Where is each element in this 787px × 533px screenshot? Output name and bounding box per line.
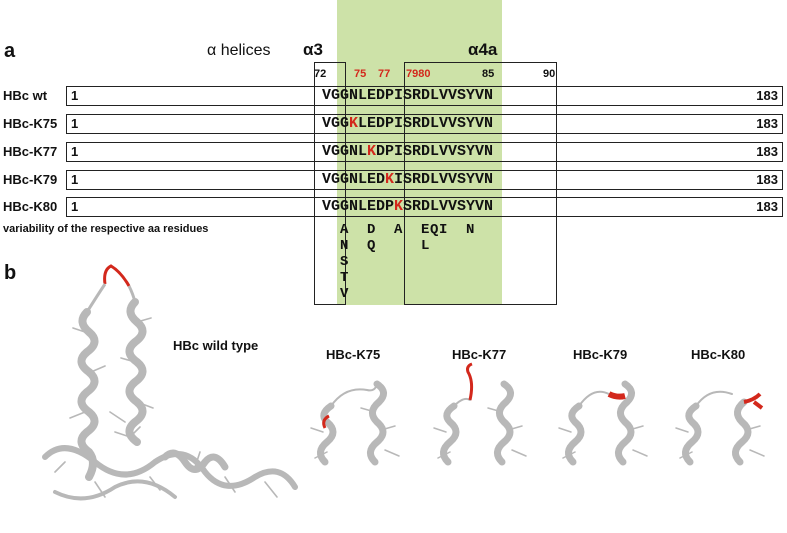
sequence-prefix: VGGNLEDP <box>322 198 395 215</box>
row-sequence: VGGNLEDPISRDLVVSYVN <box>322 87 493 104</box>
variability-column: Q <box>430 222 438 238</box>
variability-residue: A <box>340 222 349 238</box>
sequence-row-box <box>66 170 783 190</box>
mutation-residue: K <box>349 115 359 132</box>
panel-b-letter: b <box>4 262 17 284</box>
variability-residue: D <box>367 222 376 238</box>
row-label: HBc-K77 <box>3 144 58 159</box>
row-start-number: 1 <box>71 88 79 103</box>
helix-a4a-bracket <box>404 62 557 305</box>
row-label: HBc-K80 <box>3 199 58 214</box>
variability-residue: T <box>340 270 349 286</box>
wild-type-label: HBc wild type <box>173 338 259 353</box>
mutant-k77-structure-image <box>433 362 527 466</box>
variability-column: N <box>466 222 474 238</box>
position-85-label: 85 <box>482 68 495 80</box>
variability-residue: I <box>439 222 448 238</box>
variability-residue: N <box>466 222 475 238</box>
mutant-label-k79: HBc-K79 <box>573 347 628 362</box>
mutant-k80-structure-image <box>675 390 765 466</box>
variability-column: A <box>394 222 402 238</box>
helix-a4a-label: α4a <box>468 40 498 59</box>
position-7980-label: 7980 <box>406 68 431 80</box>
sequence-suffix: ISRDLVVSYVN <box>394 171 494 188</box>
mutation-residue: K <box>394 198 404 215</box>
position-90-label: 90 <box>543 68 556 80</box>
sequence-suffix: SRDLVVSYVN <box>403 198 494 215</box>
variability-residue: A <box>394 222 403 238</box>
row-end-number: 183 <box>756 144 778 159</box>
position-75-label: 75 <box>354 68 367 80</box>
sequence-row-box <box>66 197 783 217</box>
mutant-label-k77: HBc-K77 <box>452 347 507 362</box>
helix-highlight-band <box>337 0 502 305</box>
position-77-label: 77 <box>378 68 391 80</box>
row-end-number: 183 <box>756 199 778 214</box>
sequence-suffix: DPISRDLVVSYVN <box>376 143 494 160</box>
row-sequence: VGGNLEDPKSRDLVVSYVN <box>322 198 493 215</box>
sequence-prefix: VGGNLED <box>322 171 386 188</box>
row-label: HBc wt <box>3 88 48 103</box>
row-start-number: 1 <box>71 199 79 214</box>
row-start-number: 1 <box>71 144 79 159</box>
variability-residue: V <box>340 286 349 302</box>
sequence-prefix: VGGNL <box>322 143 368 160</box>
position-72-label: 72 <box>314 68 327 80</box>
row-end-number: 183 <box>756 116 778 131</box>
variability-residue: E <box>421 222 430 238</box>
sequence-prefix: VGGNLEDPISRDLVVSYVN <box>322 87 494 104</box>
row-start-number: 1 <box>71 116 79 131</box>
panel-a-letter: a <box>4 40 16 62</box>
row-end-number: 183 <box>756 88 778 103</box>
wild-type-structure-image <box>42 264 298 501</box>
mutant-label-k75: HBc-K75 <box>326 347 381 362</box>
variability-label: variability of the respective aa residue… <box>3 223 209 235</box>
helix-a3-bracket <box>314 62 346 305</box>
mutant-k79-structure-image <box>558 380 648 466</box>
helices-title: α helices <box>207 42 271 59</box>
variability-residue: Q <box>430 222 439 238</box>
mutation-residue: K <box>367 143 377 160</box>
row-label: HBc-K75 <box>3 116 58 131</box>
row-sequence: VGGKLEDPISRDLVVSYVN <box>322 115 493 132</box>
row-end-number: 183 <box>756 172 778 187</box>
sequence-row-box <box>66 142 783 162</box>
sequence-row-box <box>66 86 783 106</box>
variability-column: I <box>439 222 447 238</box>
mutant-label-k80: HBc-K80 <box>691 347 746 362</box>
variability-residue: L <box>421 238 430 254</box>
sequence-prefix: VGG <box>322 115 350 132</box>
variability-residue: Q <box>367 238 376 254</box>
variability-residue: N <box>340 238 349 254</box>
sequence-row-box <box>66 114 783 134</box>
helix-a3-label: α3 <box>303 40 323 59</box>
row-label: HBc-K79 <box>3 172 58 187</box>
row-sequence: VGGNLKDPISRDLVVSYVN <box>322 143 493 160</box>
mutant-k75-structure-image <box>310 380 400 466</box>
sequence-suffix: LEDPISRDLVVSYVN <box>358 115 494 132</box>
mutation-residue: K <box>385 171 395 188</box>
row-start-number: 1 <box>71 172 79 187</box>
variability-residue: S <box>340 254 349 270</box>
row-sequence: VGGNLEDKISRDLVVSYVN <box>322 171 493 188</box>
